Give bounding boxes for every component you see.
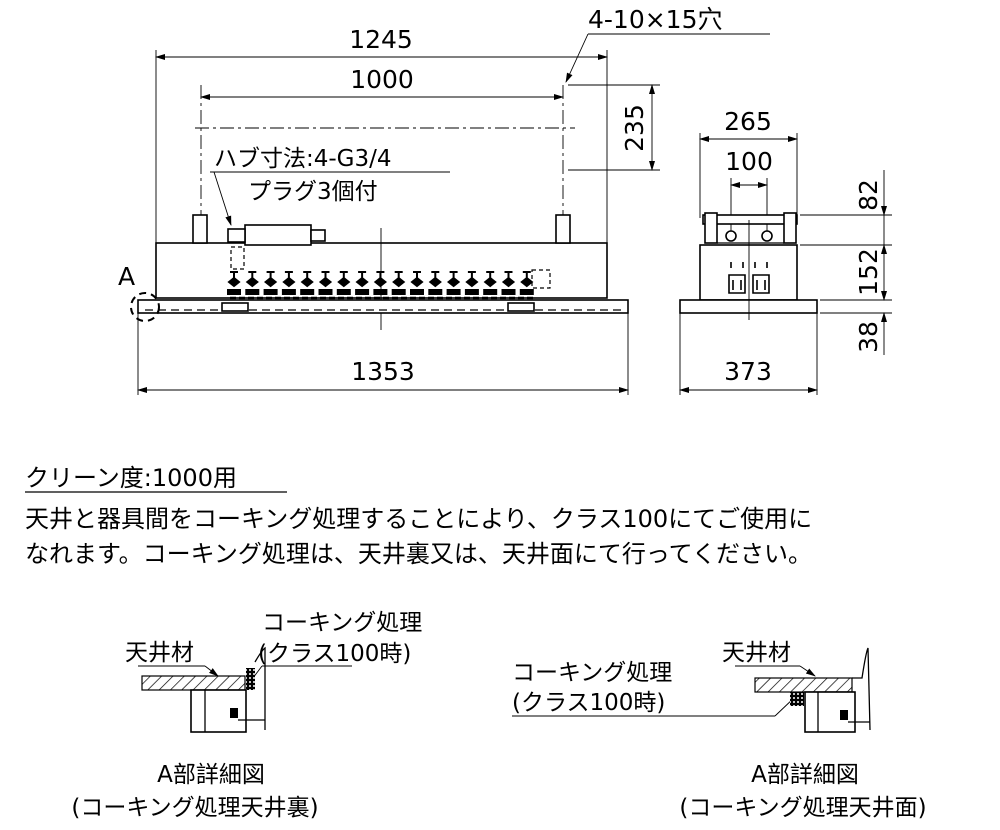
detail-a-marker-circle [130,292,160,322]
valve-icon [728,262,746,294]
hole-callout: 4-10×15穴 [588,5,723,34]
detail-a-ceiling-face: 天井材 コーキング処理 (クラス100時) A部詳細図 (コーキング処理天井面) [512,640,927,821]
valve-icon [373,271,388,295]
dim-82: 82 [854,179,883,211]
valve-icon [446,271,461,295]
detail-title: A部詳細図 [751,762,859,788]
side-valves [728,262,770,294]
front-view: 1245 1000 235 4-10×15穴 ハブ寸法:4-G3/4 プラグ3個… [118,5,770,395]
detail-subtitle: (コーキング処理天井面) [679,795,926,821]
dim-265: 265 [724,107,772,136]
valve-icon [752,262,770,294]
plug-note: プラグ3個付 [248,179,378,205]
note-line-1: 天井と器具間をコーキング処理することにより、クラス100にてご使用に [25,505,812,533]
dim-38: 38 [854,321,883,353]
valve-icon [391,271,406,295]
header-pipe [244,224,312,246]
valve-row [227,271,534,295]
valve-icon [300,271,315,295]
valve-icon [428,271,443,295]
valve-icon [501,271,516,295]
dim-100: 100 [725,147,773,176]
valve-icon [355,271,370,295]
side-flange [679,299,818,314]
valve-icon [519,271,534,295]
dim-1353: 1353 [351,357,415,386]
valve-icon [410,271,424,295]
dim-152: 152 [854,248,883,296]
valve-icon [464,271,479,295]
dim-373: 373 [724,357,772,386]
dim-1000: 1000 [350,65,414,94]
ceiling-label: 天井材 [125,640,194,666]
valve-icon [318,271,333,295]
notes: クリーン度:1000用 天井と器具間をコーキング処理することにより、クラス100… [25,464,812,568]
valve-icon [263,271,278,295]
hub-size-label: ハブ寸法:4-G3/4 [214,146,392,172]
note-title: クリーン度:1000用 [25,464,237,492]
note-line-2: なれます。コーキング処理は、天井裏又は、天井面にて行ってください。 [25,540,812,568]
detail-a-label: A [118,262,135,291]
valve-icon [336,271,351,295]
caulk-condition: (クラス100時) [512,690,665,716]
valve-icon [281,271,296,295]
caulk-label: コーキング処理 [512,660,672,686]
detail-subtitle: (コーキング処理天井裏) [71,795,318,821]
detail-title: A部詳細図 [157,762,265,788]
dim-235: 235 [620,104,649,152]
valve-icon [227,271,241,295]
ceiling-label: 天井材 [722,640,791,666]
flange-plate [137,299,629,314]
side-body [699,244,798,301]
side-view: 265 100 82 152 38 373 [679,107,892,395]
valve-icon [483,271,498,295]
caulk-condition: (クラス100時) [258,641,411,667]
dim-1245: 1245 [349,25,413,54]
detail-a-ceiling-back: 天井材 コーキング処理 (クラス100時) A部詳細図 (コーキング処理天井裏) [71,610,422,821]
caulk-label: コーキング処理 [262,610,422,636]
valve-icon [245,271,260,295]
